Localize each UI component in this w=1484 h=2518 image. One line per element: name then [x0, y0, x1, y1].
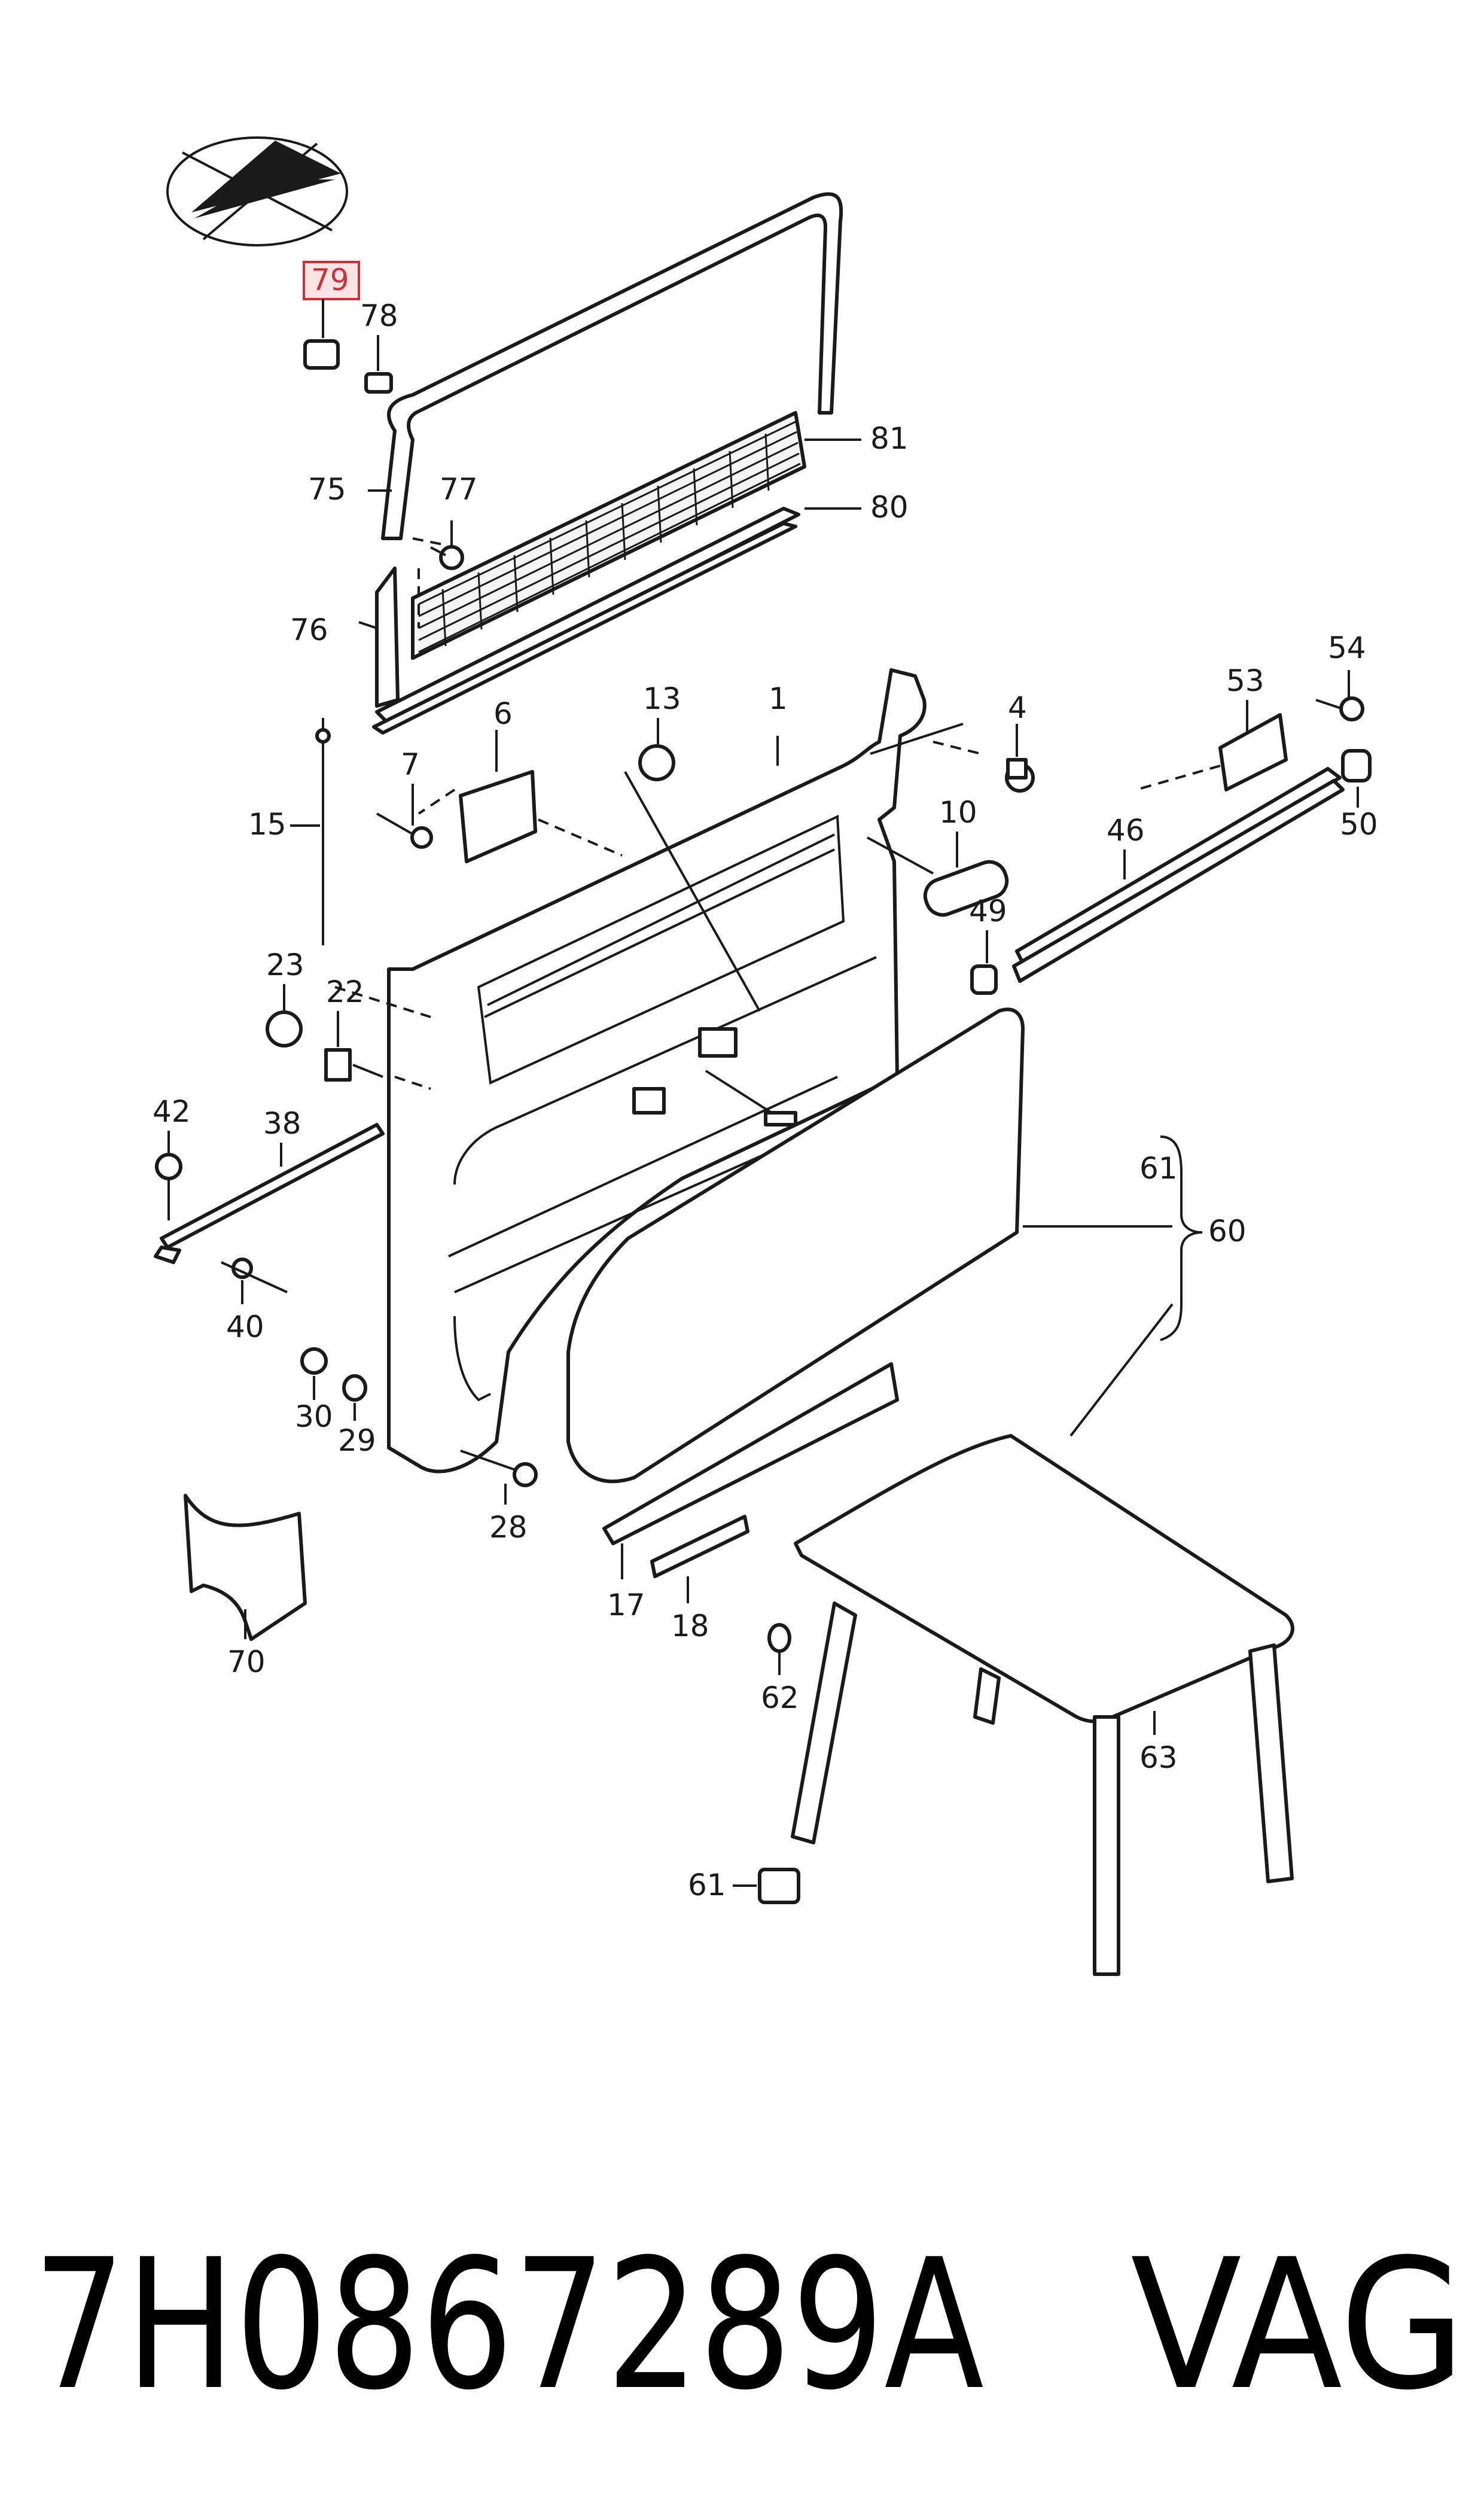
callout-labels: 79 78 81 75 77 80 76 13 1 6 4 53 54 50 7…: [153, 263, 1378, 1902]
part-81-mesh: [411, 411, 806, 660]
callout-79: 79: [311, 263, 349, 297]
callout-30: 30: [295, 1399, 333, 1434]
callout-62: 62: [761, 1680, 799, 1715]
callout-1: 1: [769, 681, 788, 716]
callout-29: 29: [338, 1423, 376, 1458]
callout-75: 75: [308, 472, 346, 507]
part-4-clip: [1005, 758, 1035, 793]
footer: 7H0867289A VAG: [33, 2221, 1465, 2429]
callout-42: 42: [153, 1094, 191, 1129]
part-70-cover: [184, 1494, 307, 1641]
callout-7: 7: [401, 747, 420, 782]
callout-61-upper: 61: [1139, 1151, 1178, 1186]
callout-49: 49: [969, 894, 1007, 928]
part-40-pin: [221, 1258, 288, 1293]
part-42-screw: [155, 1153, 182, 1220]
part-61-foot: [758, 1868, 800, 1904]
callout-70: 70: [227, 1645, 266, 1679]
callout-54: 54: [1328, 631, 1366, 665]
part-13-knob: [638, 744, 675, 781]
part-23-nut: [266, 1010, 303, 1048]
callout-38: 38: [263, 1106, 301, 1141]
callout-46: 46: [1107, 813, 1145, 848]
callout-80: 80: [870, 490, 909, 525]
callout-63: 63: [1139, 1740, 1178, 1775]
callout-50: 50: [1340, 807, 1378, 842]
part-54-screw: [1315, 696, 1364, 721]
callout-53: 53: [1226, 663, 1264, 698]
callout-22: 22: [326, 975, 364, 1009]
callout-40: 40: [226, 1310, 264, 1344]
part-53-bracket: [1218, 713, 1288, 791]
part-38-strip: [154, 1123, 385, 1264]
part-17-strip: [602, 1362, 899, 1545]
callout-10: 10: [939, 795, 977, 830]
part-29-washer: [342, 1374, 367, 1402]
part-50-cap: [1341, 749, 1372, 783]
callout-28: 28: [489, 1510, 528, 1545]
callout-15: 15: [248, 807, 287, 842]
callout-13: 13: [643, 681, 681, 716]
part-75-frame: [381, 192, 843, 540]
part-18-strip: [650, 1515, 749, 1578]
orientation-symbol: [166, 136, 348, 246]
brand-label: VAG: [1130, 2221, 1465, 2429]
callout-23: 23: [266, 948, 304, 982]
part-49-cap: [970, 964, 998, 995]
part-30-nut: [300, 1347, 328, 1375]
part-78-clip: [364, 335, 393, 394]
part-7-clip: [376, 812, 433, 849]
part-76-bracket: [375, 567, 400, 708]
part-28-bolt: [460, 1450, 538, 1487]
part-62-cap: [767, 1623, 791, 1653]
part-46-rail: [1012, 767, 1345, 983]
part-80-rail: [372, 507, 800, 735]
part-6-bracket: [459, 770, 537, 863]
dashed-connectors: [334, 741, 1221, 1090]
part-15-cable: [315, 718, 331, 945]
callout-60: 60: [1208, 1214, 1247, 1249]
callout-61-lower: 61: [688, 1868, 726, 1902]
part-63-table: [791, 1434, 1294, 1976]
callout-6: 6: [493, 696, 513, 731]
callout-77: 77: [440, 472, 478, 507]
part-79-clip: [303, 299, 340, 370]
callout-18: 18: [671, 1609, 709, 1643]
callout-17: 17: [607, 1588, 645, 1622]
callout-81: 81: [870, 421, 909, 456]
highlight-box-79: [303, 261, 360, 300]
part-number: 7H0867289A: [33, 2221, 985, 2429]
part-77-screw: [430, 520, 464, 570]
callout-4: 4: [1008, 690, 1027, 725]
callout-76: 76: [290, 613, 328, 647]
part-22-clip: [324, 1048, 383, 1082]
part-60-panel: [566, 1007, 1025, 1484]
callout-78: 78: [360, 299, 398, 333]
part-1-door-trim: [387, 668, 927, 1473]
leader-lines: [167, 439, 1359, 1887]
part-10-grommet: [923, 860, 1009, 917]
